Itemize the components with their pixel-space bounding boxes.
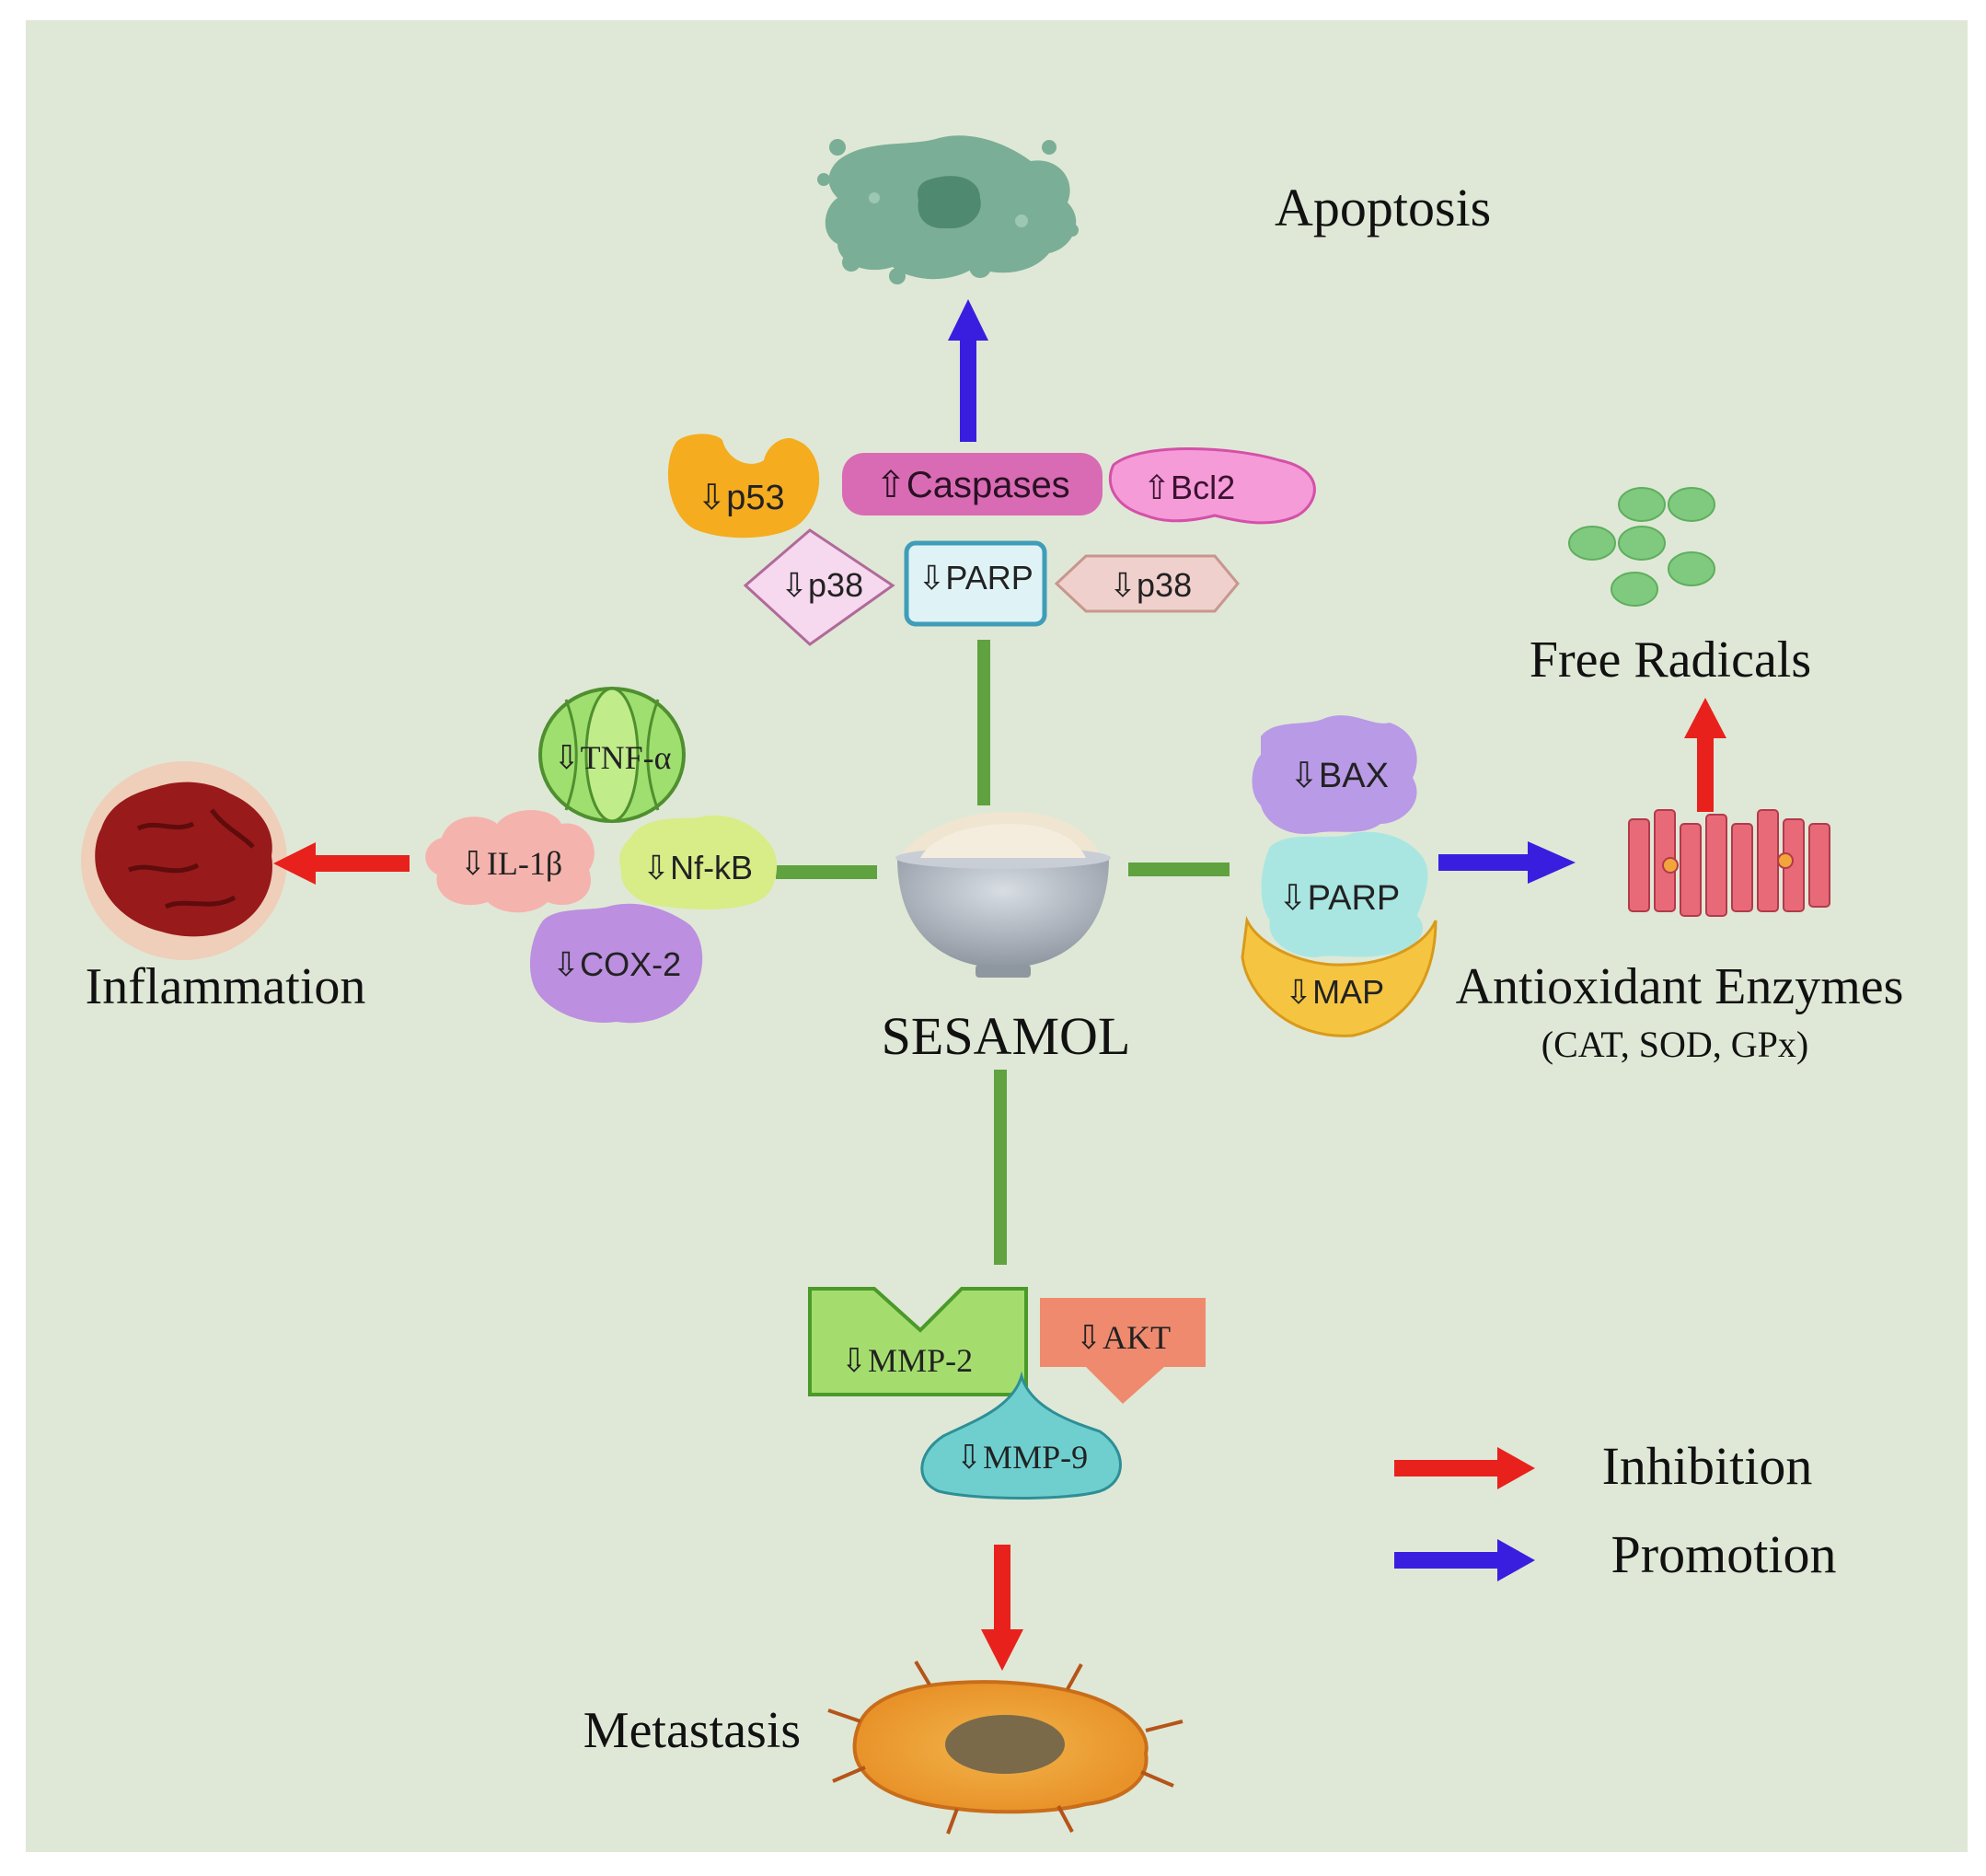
parp-top-shape [904,540,1047,627]
bcl2-label: ⇧Bcl2 [1143,469,1235,506]
apoptosis-label: Apoptosis [1275,178,1491,237]
mmp9-shape [920,1371,1122,1500]
p38-right-label: ⇩p38 [1109,566,1192,604]
p53-shape [667,434,820,538]
bcl2-shape [1108,447,1316,525]
sesamol-bowl-icon [895,811,1111,978]
connector-lines [776,640,1230,1265]
cox2-label: ⇩COX-2 [552,945,681,983]
mmp2-shape [808,1287,1028,1396]
inhibition-arrow-left [273,842,410,885]
il1b-label: ⇩IL-1β [459,845,562,882]
tnf-alpha-label: ⇩TNF-α [552,739,671,776]
legend: Inhibition Promotion [1394,1436,1836,1584]
metastasis-tumor-icon [827,1660,1184,1835]
map-shape [1241,915,1438,1037]
inhibition-arrow-down [981,1545,1023,1671]
parp-right-label: ⇩PARP [1278,879,1401,918]
connector-top [977,640,990,805]
legend-inhibition-arrow [1394,1447,1535,1489]
il1b-shape [425,810,595,913]
caspases-label: ⇧Caspases [875,465,1069,505]
nfkb-label: ⇩Nf-kB [642,849,753,886]
connector-bottom [994,1070,1007,1265]
legend-promotion-arrow [1394,1539,1535,1581]
free-radical-dots-icon [1568,487,1715,607]
connector-right [1128,863,1230,876]
map-label: ⇩MAP [1285,973,1384,1011]
connector-left [776,865,877,879]
tnf-alpha-shape [538,687,686,823]
inflammation-tissue-icon [81,761,287,960]
p38-left-shape [743,528,895,646]
bax-label: ⇩BAX [1289,757,1389,795]
cox2-shape [529,903,703,1024]
apoptosis-cell-icon [817,135,1079,284]
antioxidant-enzyme-icon [1628,809,1830,917]
mmp9-label: ⇩MMP-9 [955,1439,1088,1476]
legend-promotion-label: Promotion [1611,1524,1837,1584]
akt-label: ⇩AKT [1075,1319,1171,1356]
p53-label: ⇩p53 [697,479,784,517]
antioxidant-label: Antioxidant Enzymes [1456,958,1904,1015]
free-radicals-label: Free Radicals [1530,631,1811,689]
parp-right-shape [1261,831,1428,957]
akt-shape [1040,1298,1206,1404]
bax-shape [1252,715,1417,834]
legend-inhibition-label: Inhibition [1602,1436,1813,1496]
antioxidant-sub-label: (CAT, SOD, GPx) [1541,1024,1808,1065]
sesamol-label: SESAMOL [882,1006,1131,1066]
p38-left-label: ⇩p38 [780,566,863,604]
mmp2-label: ⇩MMP-2 [840,1342,973,1379]
parp-top-label: ⇩PARP [918,559,1033,596]
caspases-shape [842,453,1103,515]
inflammation-label: Inflammation [86,958,366,1015]
metastasis-label: Metastasis [583,1702,801,1759]
nfkb-shape [619,815,778,909]
p38-right-shape [1054,554,1240,613]
inhibition-arrow-up [1684,698,1726,812]
promotion-arrow-up [948,299,988,442]
promotion-arrow-right [1438,841,1576,884]
